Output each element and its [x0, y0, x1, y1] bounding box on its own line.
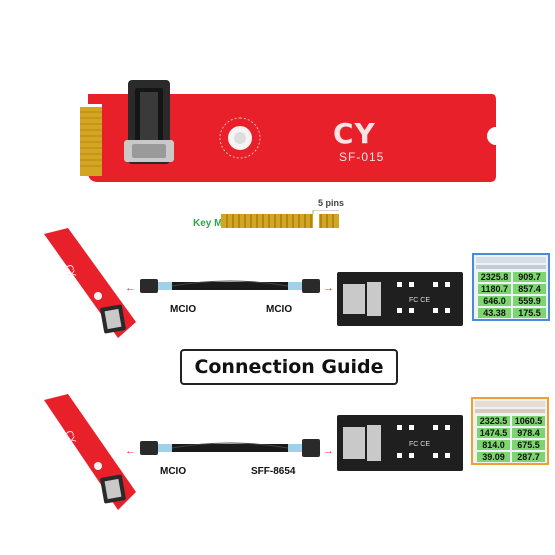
- row1-right-arrow: →: [323, 282, 334, 294]
- bench-cell: 1180.7: [478, 284, 511, 294]
- key-m-label: Key M: [193, 218, 223, 229]
- row1-benchmark-header: [476, 265, 546, 269]
- brand-logo: CY: [333, 117, 376, 150]
- row1-left-arrow: ←: [125, 282, 136, 294]
- bench-cell: 675.5: [512, 440, 545, 450]
- pins-label: 5 pins: [318, 198, 345, 208]
- row1-left-cable-label: MCIO: [170, 304, 197, 315]
- row2-benchmark-titlebar: [475, 401, 545, 407]
- row2-benchmark-header: [475, 409, 545, 413]
- bench-cell: 43.38: [478, 308, 511, 318]
- row1-bench-row-2: 1180.7 857.4: [478, 284, 548, 294]
- row1-bench-row-1: 2325.8 909.7: [478, 272, 548, 282]
- row1-cable: [140, 279, 320, 293]
- row2-bench-row-4: 39.09 287.7: [477, 452, 547, 462]
- m2-adapter-card: [80, 80, 502, 182]
- row2-right-arrow: →: [323, 445, 334, 457]
- row2-left-arrow: ←: [125, 445, 136, 457]
- row2-m2-card: CY: [44, 394, 136, 510]
- bench-cell: 909.7: [513, 272, 546, 282]
- bench-cell: 175.5: [513, 308, 546, 318]
- row2-bench-row-1: 2323.5 1060.5: [477, 416, 547, 426]
- row1-benchmark-titlebar: [476, 257, 546, 263]
- bench-cell: 978.4: [512, 428, 545, 438]
- bench-cell: 2323.5: [477, 416, 510, 426]
- bench-cell: 814.0: [477, 440, 510, 450]
- bench-cell: 2325.8: [478, 272, 511, 282]
- row2-u2-adapter-board: FC CE: [337, 415, 463, 471]
- row2-bench-row-3: 814.0 675.5: [477, 440, 547, 450]
- connection-guide-title: Connection Guide: [194, 356, 384, 378]
- row1-right-cable-label: MCIO: [266, 304, 293, 315]
- connection-guide-box: Connection Guide: [180, 349, 398, 385]
- bench-cell: 287.7: [512, 452, 545, 462]
- row2-bench-row-2: 1474.5 978.4: [477, 428, 547, 438]
- row2-right-cable-label: SFF-8654: [251, 466, 296, 477]
- row1-bench-row-4: 43.38 175.5: [478, 308, 548, 318]
- svg-text:CY: CY: [62, 429, 77, 446]
- row2-cable: [140, 439, 320, 457]
- svg-text:FC CE: FC CE: [409, 441, 430, 448]
- row2-left-cable-label: MCIO: [160, 466, 187, 477]
- bench-cell: 559.9: [513, 296, 546, 306]
- svg-text:FC CE: FC CE: [409, 297, 430, 304]
- row1-benchmark-window: 2325.8 909.7 1180.7 857.4 646.0 559.9 43…: [472, 253, 550, 321]
- model-label: SF-015: [339, 150, 385, 164]
- bench-cell: 1060.5: [512, 416, 545, 426]
- row1-bench-row-3: 646.0 559.9: [478, 296, 548, 306]
- row2-benchmark-window: 2323.5 1060.5 1474.5 978.4 814.0 675.5 3…: [471, 397, 549, 465]
- bench-cell: 39.09: [477, 452, 510, 462]
- bench-cell: 646.0: [478, 296, 511, 306]
- row1-u2-adapter-board: FC CE: [337, 272, 463, 326]
- svg-text:CY: CY: [62, 263, 77, 280]
- bench-cell: 1474.5: [477, 428, 510, 438]
- row1-m2-card: CY: [44, 228, 136, 338]
- bench-cell: 857.4: [513, 284, 546, 294]
- gold-finger-strip: [221, 210, 339, 228]
